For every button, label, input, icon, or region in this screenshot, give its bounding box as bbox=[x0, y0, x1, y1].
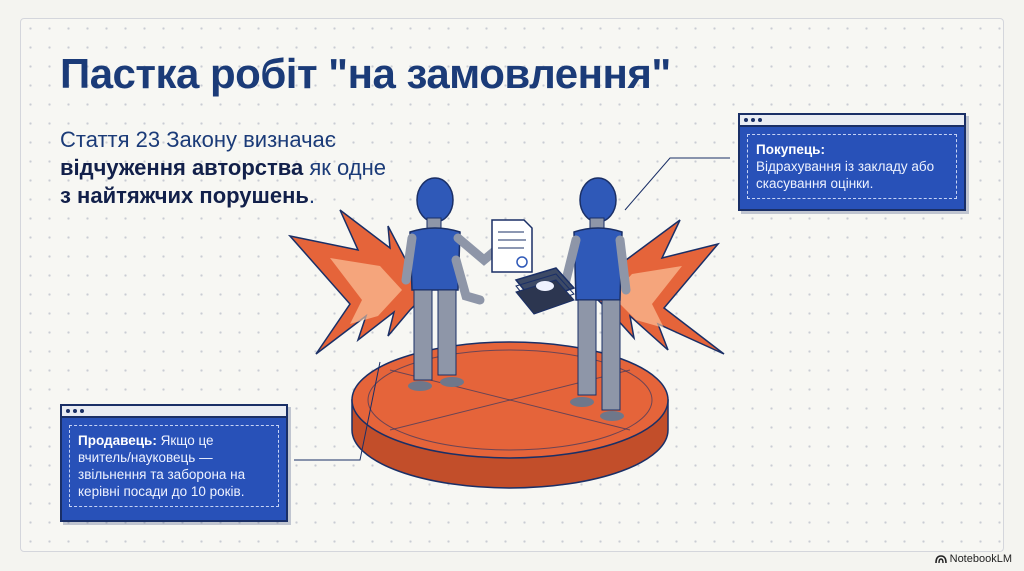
subtitle-text-2: як одне bbox=[303, 155, 387, 180]
seller-card-text: Якщо це вчитель/науковець — звільнення т… bbox=[78, 433, 246, 499]
subtitle-text-3: . bbox=[308, 183, 316, 208]
explosion-left-icon bbox=[287, 209, 432, 355]
buyer-card: Покупець: Відрахування із закладу або ск… bbox=[738, 113, 966, 211]
notebooklm-logo-icon bbox=[934, 555, 947, 564]
card-titlebar bbox=[62, 406, 286, 418]
transaction-illustration bbox=[287, 157, 730, 489]
subtitle: Стаття 23 Закону визначає відчуження авт… bbox=[60, 126, 420, 210]
buyer-card-body: Покупець: Відрахування із закладу або ск… bbox=[747, 134, 957, 199]
page-title: Пастка робіт "на замовлення" bbox=[60, 50, 671, 97]
card-titlebar bbox=[740, 115, 964, 127]
seller-figure bbox=[401, 177, 501, 391]
subtitle-emphasis-1: відчуження авторства bbox=[60, 155, 304, 180]
subtitle-text-1: Стаття 23 Закону визначає bbox=[60, 127, 337, 152]
buyer-card-heading: Покупець: bbox=[756, 142, 825, 157]
buyer-figure bbox=[547, 177, 631, 421]
seller-card-heading: Продавець: bbox=[78, 433, 157, 448]
seller-card: Продавець: Якщо це вчитель/науковець — з… bbox=[60, 404, 288, 522]
subtitle-emphasis-2: з найтяжчих порушень bbox=[60, 183, 309, 208]
document-icon bbox=[491, 219, 533, 273]
brand-label: NotebookLM bbox=[949, 553, 1012, 565]
notebooklm-brand: NotebookLM bbox=[934, 553, 1012, 565]
buyer-card-text: Відрахування із закладу або скасування о… bbox=[756, 159, 935, 191]
seller-card-body: Продавець: Якщо це вчитель/науковець — з… bbox=[69, 425, 279, 507]
money-stack-icon bbox=[514, 267, 576, 315]
